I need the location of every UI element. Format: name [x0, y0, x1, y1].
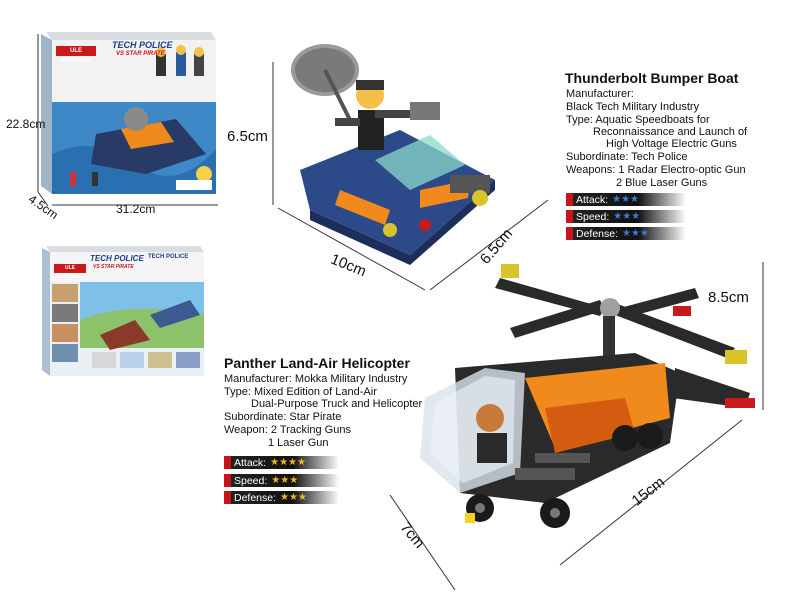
heli-attack-stat: Attack: ★★★★	[224, 456, 339, 469]
stat-label: Attack:	[234, 456, 267, 469]
heli-spec-line: Subordinate: Star Pirate	[224, 411, 342, 423]
stat-label: Defense:	[234, 491, 277, 504]
heli-spec-line: Manufacturer: Mokka Military Industry	[224, 373, 408, 385]
boat-spec-line: High Voltage Electric Guns	[606, 138, 737, 150]
heli-spec-line: Type: Mixed Edition of Land-Air	[224, 386, 377, 398]
stat-label: Attack:	[576, 193, 609, 206]
stat-label: Speed:	[576, 210, 610, 223]
stat-bar-background	[566, 227, 686, 240]
boat-speed-stat: Speed: ★★★	[566, 210, 686, 223]
stat-bar-background	[566, 210, 686, 223]
back-box-title: TECH POLICE	[148, 254, 189, 260]
boat-spec-line: Subordinate: Tech Police	[566, 151, 688, 163]
boat-spec-line: Reconnaissance and Launch of	[593, 126, 748, 138]
stat-label: Speed:	[234, 474, 268, 487]
star-rating-icon: ★★★	[280, 492, 307, 503]
boat-spec-line: 2 Blue Laser Guns	[616, 177, 708, 189]
stat-bar-background	[224, 456, 339, 469]
front-box-dimension-lines	[37, 34, 218, 207]
boat-defense-stat: Defense: ★★★	[566, 227, 686, 240]
star-rating-icon: ★★★	[622, 228, 649, 239]
back-box-series-subtitle: VS STAR PIRATE	[93, 264, 134, 270]
boat-spec-line: Type: Aquatic Speedboats for	[566, 114, 710, 126]
boat-model-image	[291, 44, 495, 265]
boat-spec-line: Black Tech Military Industry	[566, 101, 700, 113]
star-rating-icon: ★★★★	[270, 457, 306, 468]
back-box-series-title: TECH POLICE	[90, 254, 144, 263]
heli-spec-line: Dual-Purpose Truck and Helicopter	[251, 398, 423, 410]
front-box-image	[41, 32, 216, 194]
front-box-series-subtitle: VS STAR PIRATE	[116, 51, 165, 57]
star-rating-icon: ★★★	[612, 194, 640, 205]
heli-defense-stat: Defense: ★★★	[224, 491, 339, 504]
heli-spec-title: Panther Land-Air Helicopter	[224, 355, 410, 371]
star-rating-icon: ★★★	[271, 475, 299, 486]
box-height-label: 22.8cm	[6, 117, 46, 131]
front-box-series-title: TECH POLICE	[112, 40, 173, 50]
front-box-brand: ULE BROTHER	[56, 46, 96, 64]
boat-height-label: 6.5cm	[227, 128, 268, 145]
boat-attack-stat: Attack: ★★★	[566, 193, 686, 206]
boat-spec-line: Weapons: 1 Radar Electro-optic Gun	[566, 164, 746, 176]
boat-spec-title: Thunderbolt Bumper Boat	[565, 70, 739, 86]
stat-bar-background	[224, 491, 339, 504]
heli-spec-line: Weapon: 2 Tracking Guns	[224, 424, 351, 436]
stat-label: Defense:	[576, 227, 619, 240]
box-width-label: 31.2cm	[116, 202, 156, 216]
heli-spec-line: 1 Laser Gun	[268, 437, 329, 449]
heli-speed-stat: Speed: ★★★	[224, 474, 339, 487]
heli-height-label: 8.5cm	[708, 289, 749, 306]
stat-bar-background	[566, 193, 686, 206]
boat-spec-line: Manufacturer:	[566, 88, 634, 100]
boat-dimension-lines	[272, 62, 549, 291]
star-rating-icon: ★★★	[613, 211, 641, 222]
helicopter-model-image	[420, 264, 755, 528]
back-box-brand: ULE BROTHER	[54, 264, 86, 280]
stat-bar-background	[224, 474, 339, 487]
